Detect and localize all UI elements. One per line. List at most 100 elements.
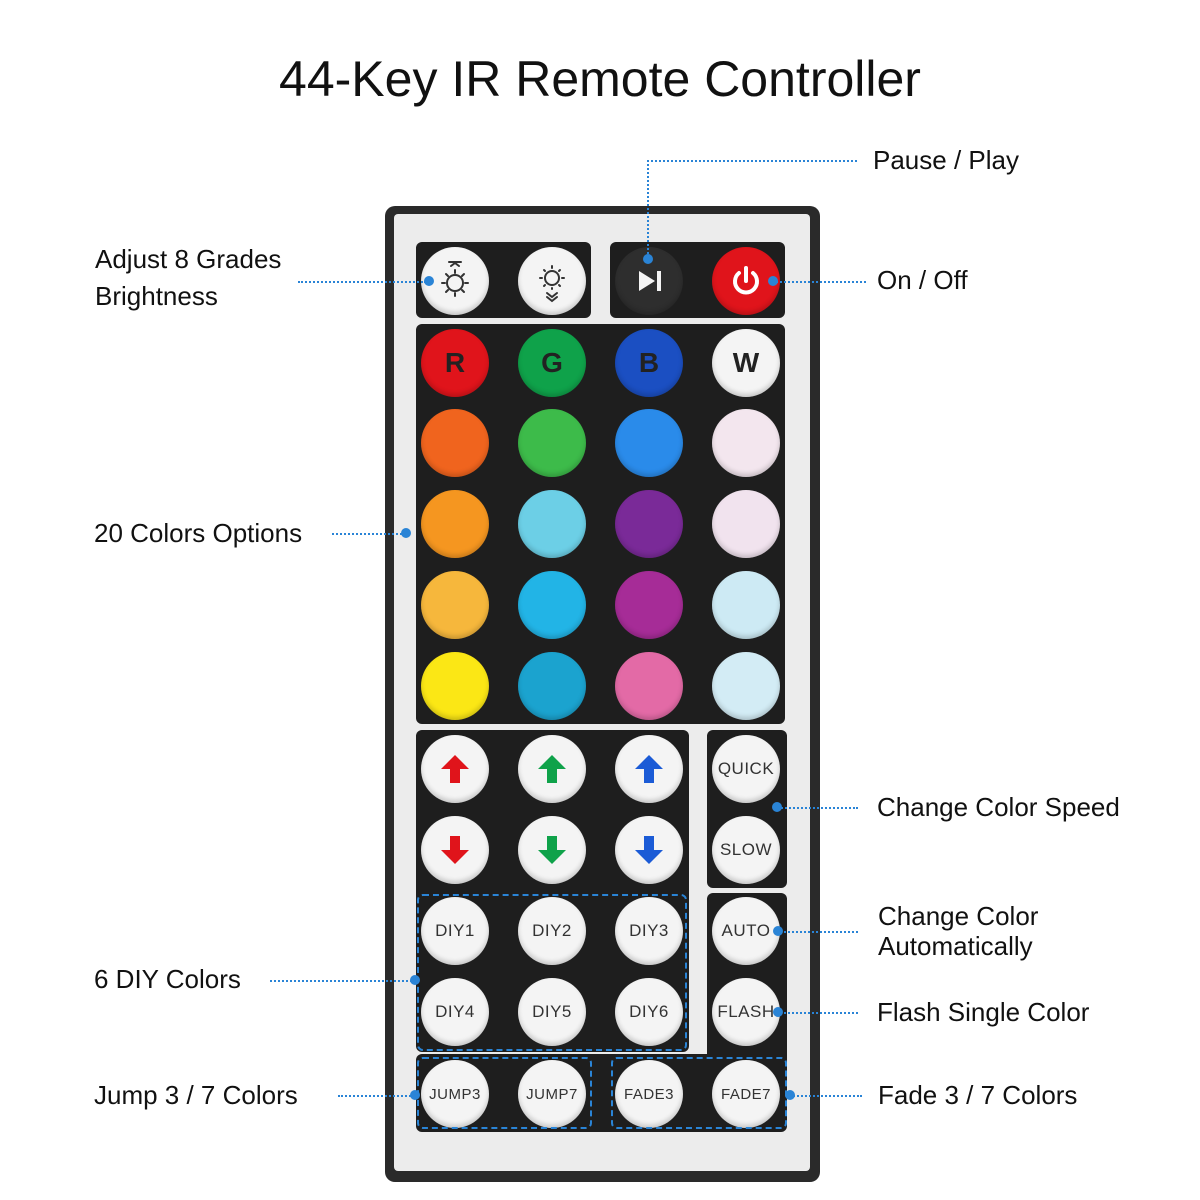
button-label: SLOW xyxy=(719,840,773,859)
color-button-light-orange[interactable] xyxy=(421,571,489,639)
power-icon xyxy=(733,266,759,295)
slow-button[interactable]: SLOW xyxy=(712,816,780,884)
jump-callout: Jump 3 / 7 Colors xyxy=(94,1080,298,1110)
pause-play-callout: Pause / Play xyxy=(873,145,1019,175)
color-button-pale-pink[interactable] xyxy=(712,409,780,477)
fade-callout: Fade 3 / 7 Colors xyxy=(878,1080,1078,1110)
jump-group-outline xyxy=(417,1057,592,1129)
color-button-b[interactable]: B xyxy=(615,329,683,397)
color-button-magenta[interactable] xyxy=(615,571,683,639)
diy5-button[interactable]: DIY5 xyxy=(518,978,586,1046)
leader-line xyxy=(270,980,412,982)
leader-line xyxy=(647,160,857,162)
button-label: FLASH xyxy=(717,1002,775,1021)
callout-dot xyxy=(772,802,782,812)
brightness-up-icon xyxy=(441,261,469,297)
fade-group-outline xyxy=(611,1057,787,1129)
callout-dot xyxy=(773,1007,783,1017)
jump3-button[interactable]: JUMP3 xyxy=(421,1060,489,1128)
brightness-down-icon xyxy=(539,265,565,303)
auto-button[interactable]: AUTO xyxy=(712,897,780,965)
diy-callout: 6 DIY Colors xyxy=(94,964,241,994)
leader-line xyxy=(780,1012,858,1014)
button-label: QUICK xyxy=(717,759,775,778)
color-button-cyan[interactable] xyxy=(518,571,586,639)
fade3-button[interactable]: FADE3 xyxy=(615,1060,683,1128)
brightness-up-button[interactable] xyxy=(421,247,489,315)
callout-dot xyxy=(643,254,653,264)
arrow-down-icon xyxy=(538,836,566,864)
leader-line xyxy=(790,1095,862,1097)
button-label: DIY6 xyxy=(629,1002,669,1021)
color-button-pale-cyan[interactable] xyxy=(712,571,780,639)
button-label: JUMP7 xyxy=(526,1085,578,1103)
button-label: AUTO xyxy=(721,921,771,940)
button-label: JUMP3 xyxy=(429,1085,481,1103)
auto-callout-line2: Automatically xyxy=(878,931,1033,961)
color-button-w[interactable]: W xyxy=(712,329,780,397)
leader-line xyxy=(338,1095,414,1097)
button-label: R xyxy=(444,347,466,378)
arrow-down-icon xyxy=(441,836,469,864)
brightness-down-button[interactable] xyxy=(518,247,586,315)
button-label: G xyxy=(541,347,563,378)
leader-line xyxy=(298,281,426,283)
green-down-button[interactable] xyxy=(518,816,586,884)
arrow-up-icon xyxy=(441,755,469,783)
diy1-button[interactable]: DIY1 xyxy=(421,897,489,965)
button-label: DIY2 xyxy=(532,921,572,940)
fade7-button[interactable]: FADE7 xyxy=(712,1060,780,1128)
arrow-up-icon xyxy=(538,755,566,783)
color-button-light-blue[interactable] xyxy=(615,409,683,477)
speed-callout: Change Color Speed xyxy=(877,792,1120,822)
flash-callout: Flash Single Color xyxy=(877,997,1090,1027)
colors-callout: 20 Colors Options xyxy=(94,518,303,548)
callout-dot xyxy=(424,276,434,286)
red-up-button[interactable] xyxy=(421,735,489,803)
blue-down-button[interactable] xyxy=(615,816,683,884)
brightness-callout-line2: Brightness xyxy=(95,281,218,311)
page-title: 44-Key IR Remote Controller xyxy=(279,51,921,107)
button-label: DIY4 xyxy=(435,1002,475,1021)
leader-line xyxy=(778,807,858,809)
leader-line xyxy=(776,281,866,283)
color-button-purple[interactable] xyxy=(615,490,683,558)
color-button-pale-pink-2[interactable] xyxy=(712,490,780,558)
quick-button[interactable]: QUICK xyxy=(712,735,780,803)
callout-dot xyxy=(401,528,411,538)
red-down-button[interactable] xyxy=(421,816,489,884)
color-button-g[interactable]: G xyxy=(518,329,586,397)
color-button-sky[interactable] xyxy=(518,490,586,558)
blue-up-button[interactable] xyxy=(615,735,683,803)
button-label: FADE7 xyxy=(720,1085,772,1103)
diy3-button[interactable]: DIY3 xyxy=(615,897,683,965)
color-button-teal[interactable] xyxy=(518,652,586,720)
leader-line xyxy=(780,931,858,933)
brightness-callout-line1: Adjust 8 Grades xyxy=(95,244,282,274)
button-label: B xyxy=(638,347,660,378)
diy2-button[interactable]: DIY2 xyxy=(518,897,586,965)
diy6-button[interactable]: DIY6 xyxy=(615,978,683,1046)
color-button-light-green[interactable] xyxy=(518,409,586,477)
color-button-r[interactable]: R xyxy=(421,329,489,397)
callout-dot xyxy=(768,276,778,286)
color-button-amber[interactable] xyxy=(421,490,489,558)
button-label: DIY3 xyxy=(629,921,669,940)
diy-group-outline xyxy=(417,894,687,1051)
color-button-pale-blue[interactable] xyxy=(712,652,780,720)
green-up-button[interactable] xyxy=(518,735,586,803)
button-label: FADE3 xyxy=(623,1085,675,1103)
button-label: DIY1 xyxy=(435,921,475,940)
button-label: DIY5 xyxy=(532,1002,572,1021)
callout-dot xyxy=(773,926,783,936)
play-pause-icon xyxy=(639,271,661,291)
color-button-yellow[interactable] xyxy=(421,652,489,720)
on-off-callout: On / Off xyxy=(877,265,968,295)
jump7-button[interactable]: JUMP7 xyxy=(518,1060,586,1128)
leader-line xyxy=(647,160,649,258)
color-button-orange[interactable] xyxy=(421,409,489,477)
diy4-button[interactable]: DIY4 xyxy=(421,978,489,1046)
arrow-down-icon xyxy=(635,836,663,864)
color-button-pink[interactable] xyxy=(615,652,683,720)
flash-button[interactable]: FLASH xyxy=(712,978,780,1046)
